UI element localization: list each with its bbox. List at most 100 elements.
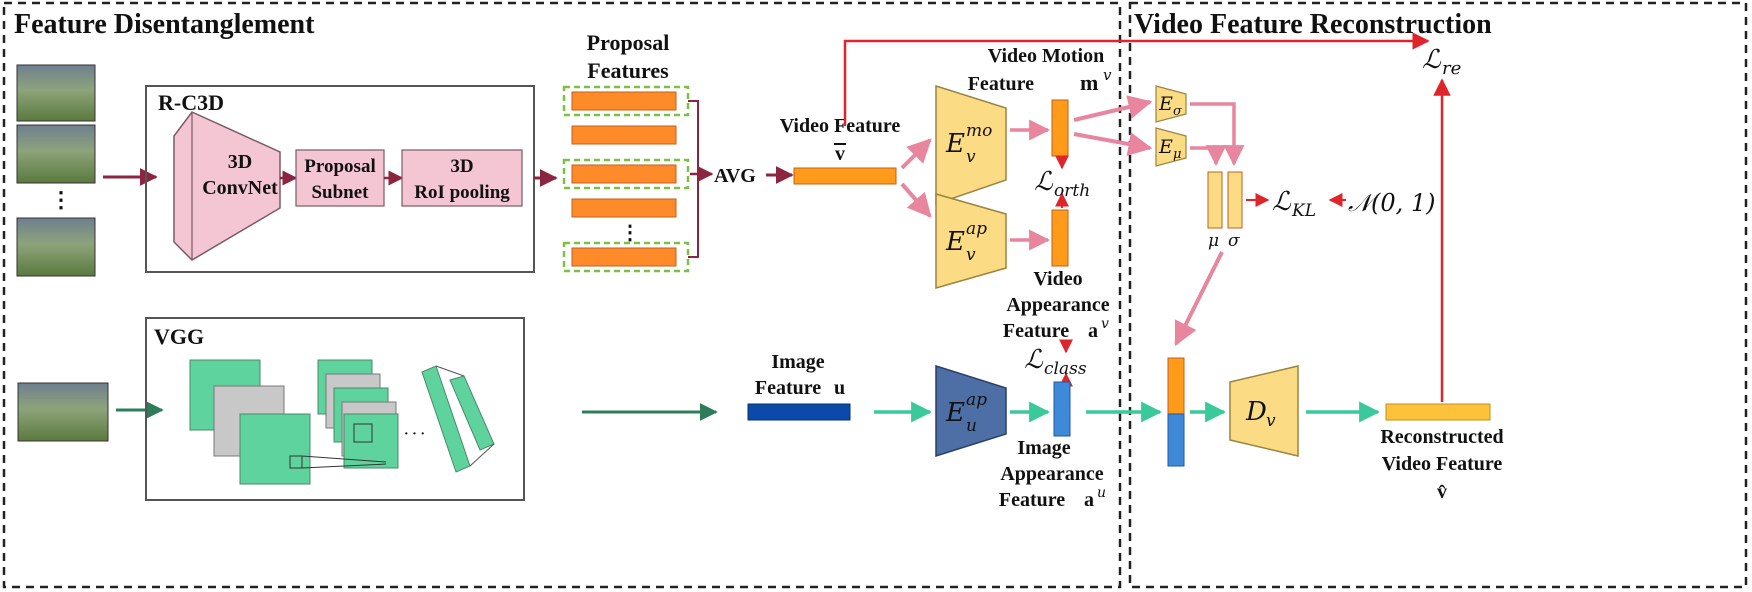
image-frame [17,382,109,442]
appearance-symbol: a [1088,320,1098,342]
image-app-line2: Appearance [1000,463,1103,485]
appearance-encoder [935,193,1007,289]
avg-bracket [688,100,699,258]
vgg-map [343,413,399,469]
image-encoder-E: E [945,398,965,428]
decoder [1229,365,1299,457]
loss-kl-sub: KL [1291,201,1316,221]
loss-orth: ℒ orth [1034,167,1090,201]
normal-distribution: 𝒩(0, 1) [1348,189,1436,217]
sample-to-concat [1174,251,1224,347]
emu-to-mu [1190,145,1227,167]
right-section-title: Video Feature Reconstruction [1134,9,1492,40]
e-mu-encoder [1155,127,1187,167]
decoder-sub: v [1266,411,1276,431]
motion-to-emu [1073,132,1153,156]
proposal-selection-box [562,158,690,190]
motion-feature-bar [1051,99,1069,157]
motion-encoder-sub: v [966,147,976,167]
image-appearance-bar [1053,381,1071,437]
vgg-fc-link [469,443,495,467]
proposal-features-line1: Proposal [587,30,670,55]
loss-kl-symbol: ℒ [1272,187,1292,217]
loss-orth-sub: orth [1054,181,1090,201]
esigma-to-sigma [1190,102,1245,167]
image-feature-bar [747,403,851,421]
appearance-encoder-sub: v [966,245,976,265]
vgg-map [239,413,311,485]
motion-encoder-E: E [945,129,965,159]
image-app-symbol: a [1084,489,1094,511]
recon-label-line2: Video Feature [1382,453,1503,475]
roi-pooling-block [401,149,523,207]
motion-to-esigma [1073,95,1153,122]
appearance-encoder-E: E [945,227,965,257]
roi-pooling-line2: RoI pooling [414,182,510,203]
appearance-symbol-sup: v [1101,316,1109,332]
proposal-feature [571,247,677,267]
proposal-subnet-line1: Proposal [304,156,375,177]
appearance-label-line3: Feature [1003,320,1069,342]
proposal-feature [571,164,677,184]
concat-motion-part [1167,357,1185,415]
convnet-label-line1: 3D [228,151,252,173]
appearance-encoder-sup: ap [966,219,987,239]
e-sigma-E: E [1158,93,1173,115]
image-feature-line1: Image [771,351,824,373]
image-encoder-sup: ap [966,390,987,410]
image-app-symbol-sup: u [1097,485,1106,501]
proposals-ellipsis: ⋮ [620,222,640,244]
proposal-selection-box [562,85,690,117]
video-frames: ⋮ [16,64,96,277]
loss-class-sub: class [1044,359,1087,379]
mu-label: μ [1208,231,1219,251]
vgg-fc-link [435,365,465,377]
appearance-feature-bar [1051,209,1069,267]
motion-encoder-sup: mo [966,121,992,141]
video-to-motion-encoder [900,138,932,170]
loss-orth-symbol: ℒ [1034,167,1054,197]
video-to-appearance-encoder [900,182,932,218]
concat-appearance-part [1167,413,1185,467]
sigma-bar [1227,171,1243,229]
video-frame [16,124,96,184]
recon-label-line1: Reconstructed [1380,426,1503,448]
loss-re-sub: re [1442,58,1461,79]
sigma-label: σ [1228,231,1240,251]
image-appearance-encoder [935,364,1007,458]
rc3d-label: R-C3D [158,90,224,115]
appearance-label-line2: Appearance [1006,294,1109,316]
avg-label: AVG [714,165,756,187]
e-mu-E: E [1158,136,1173,158]
video-frame [16,217,96,277]
vgg-kernel [289,455,303,469]
e-mu-sub: μ [1173,147,1181,162]
motion-encoder [935,84,1007,206]
convnet-label-line2: ConvNet [202,177,278,199]
appearance-label-line1: Video [1033,268,1082,290]
proposal-feature [571,125,677,145]
loss-class-symbol: ℒ [1024,345,1044,375]
vgg-kernel [353,423,373,443]
video-feature-label: Video Feature [780,115,901,137]
motion-label-line1: Video Motion [988,45,1104,67]
image-app-line1: Image [1017,437,1070,459]
video-feature-to-loss-re [843,32,1430,126]
loss-kl: ℒ KL [1272,187,1316,221]
motion-symbol-sup: v [1103,66,1112,84]
proposal-selection-box [562,241,690,273]
vgg-box [145,317,525,501]
video-reconstruction-frame [1128,1,1748,589]
vgg-label: VGG [154,324,204,349]
loss-re: ℒ re [1422,45,1461,79]
roi-pooling-line1: 3D [450,156,473,177]
frames-ellipsis: ⋮ [50,187,72,212]
image-feature-line2: Feature [755,377,821,399]
reconstructed-feature-bar [1385,403,1491,421]
vgg-projection [301,463,387,469]
proposal-subnet-block [295,149,385,207]
image-encoder-sub: u [966,416,977,436]
video-frame [16,64,96,122]
motion-label-line2: Feature [968,73,1034,95]
video-feature-symbol: v [835,143,845,165]
